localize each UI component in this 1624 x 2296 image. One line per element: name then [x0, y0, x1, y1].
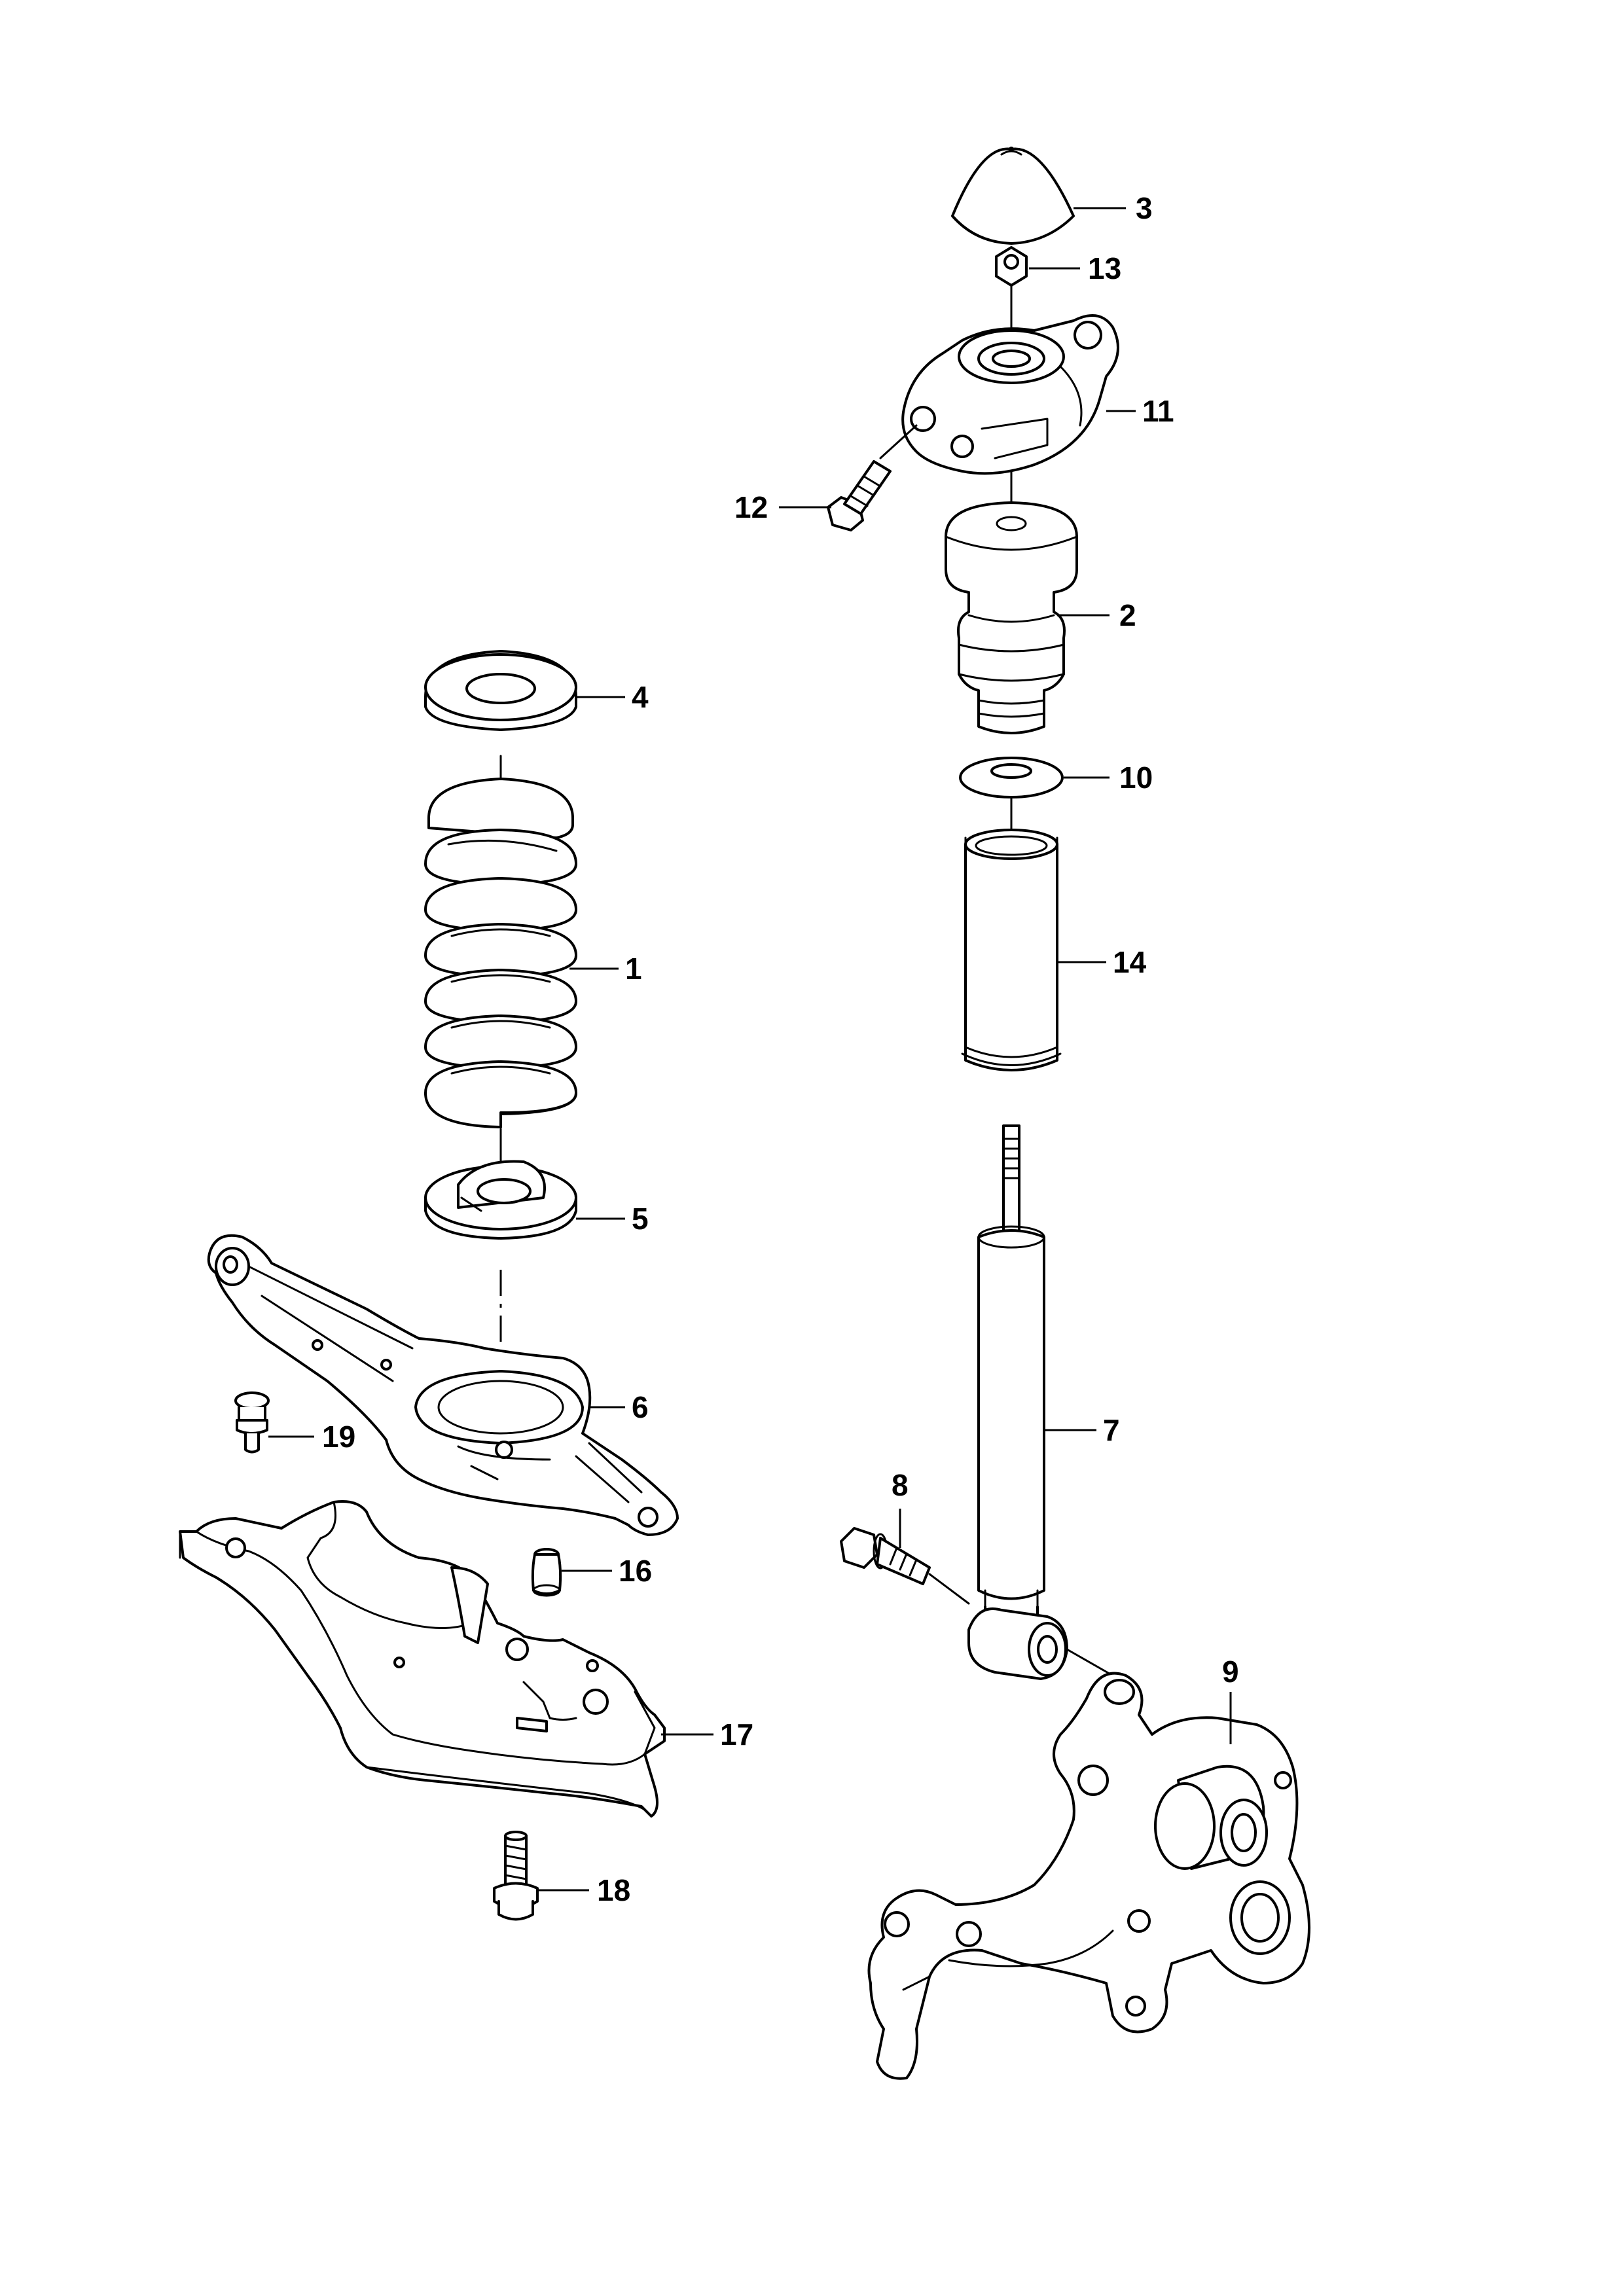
part-17-cover-panel	[179, 1500, 666, 1818]
part-11-top-mount	[901, 314, 1119, 475]
callout-10: 10	[1119, 761, 1153, 795]
callout-16: 16	[619, 1554, 652, 1588]
callout-labels: 3 13 11 12 2 10 14 7 8 9 4 1 5 6 19 16 1…	[322, 191, 1239, 1907]
part-13-nut	[995, 246, 1028, 287]
part-12-bolt	[827, 460, 892, 531]
callout-4: 4	[632, 680, 649, 714]
part-19-clip	[234, 1391, 270, 1454]
callout-6: 6	[632, 1390, 649, 1424]
callout-8: 8	[892, 1468, 909, 1502]
part-10-washer	[959, 757, 1064, 798]
callout-3: 3	[1136, 191, 1153, 225]
leader-lines	[268, 207, 1232, 1892]
callout-11: 11	[1142, 394, 1174, 428]
part-18-bolt	[493, 1831, 539, 1921]
part-1-coil-spring	[424, 778, 577, 1128]
callout-1: 1	[625, 952, 642, 986]
callout-17: 17	[720, 1717, 753, 1751]
part-4-upper-spring-seat	[424, 650, 577, 731]
part-16-bushing	[531, 1548, 562, 1597]
callout-2: 2	[1119, 598, 1136, 632]
callout-19: 19	[322, 1420, 355, 1454]
callout-14: 14	[1113, 945, 1147, 979]
part-2-bump-stop	[945, 501, 1078, 734]
callout-12: 12	[734, 490, 768, 524]
part-7-shock-absorber	[967, 1124, 1068, 1680]
part-3-cap	[951, 147, 1075, 245]
callout-18: 18	[597, 1873, 630, 1907]
callout-7: 7	[1103, 1413, 1120, 1447]
part-6-control-arm	[207, 1234, 679, 1536]
callout-9: 9	[1222, 1655, 1239, 1689]
callout-5: 5	[632, 1202, 649, 1236]
part-8-bolt	[840, 1527, 931, 1585]
part-5-lower-spring-seat	[424, 1160, 577, 1240]
callout-13: 13	[1088, 251, 1121, 285]
part-14-dust-tube	[961, 829, 1062, 1071]
part-9-knuckle	[867, 1672, 1310, 2080]
